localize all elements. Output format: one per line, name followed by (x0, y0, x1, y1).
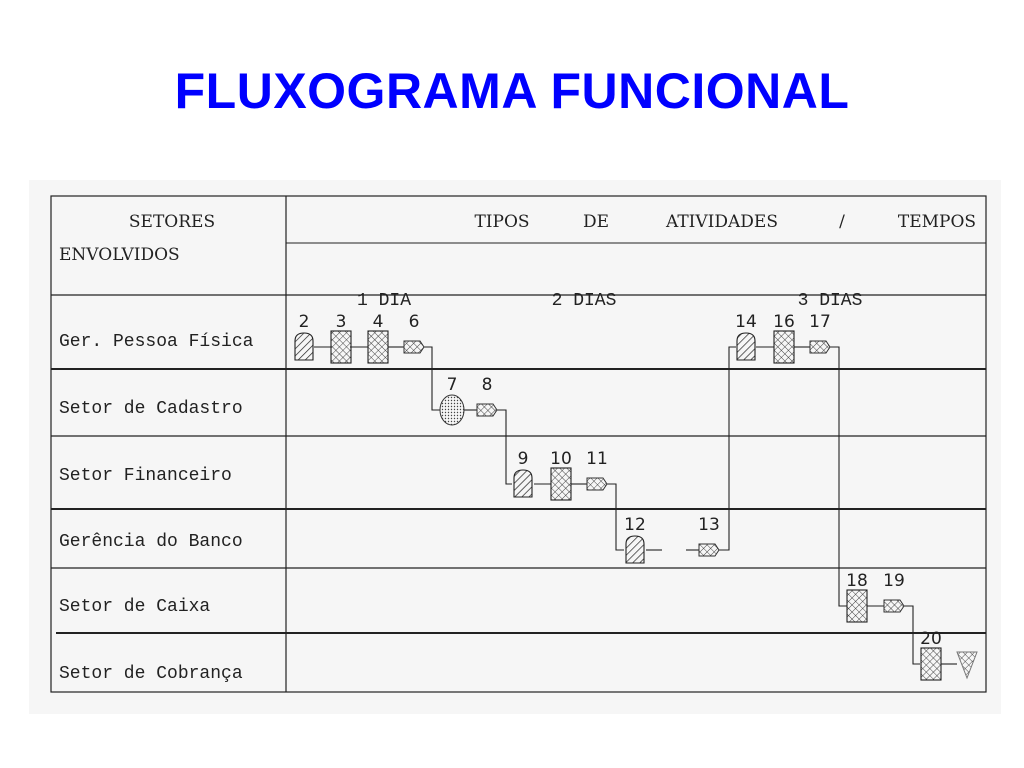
step-number-label: 12 (624, 515, 646, 535)
step-number-label: 9 (518, 449, 529, 469)
time-mark-1: 1 DIA (357, 291, 411, 311)
step-number-label: 17 (809, 312, 831, 332)
header-word-tipos: TIPOS (474, 212, 529, 232)
step-11-transport-icon: 11 (586, 449, 608, 491)
header-word-tempos: TEMPOS (898, 212, 976, 232)
step-number-label: 10 (550, 449, 572, 469)
header-word-de: DE (583, 212, 609, 232)
step-7-decision-icon: 7 (439, 375, 465, 426)
step-number-label: 3 (336, 312, 347, 332)
step-number-label: 20 (920, 629, 942, 649)
step-8-transport-icon: 8 (476, 375, 498, 417)
sector-label: Gerência do Banco (59, 532, 243, 552)
step-2-operation-icon: 2 (294, 312, 314, 361)
step-12-operation-icon: 12 (624, 515, 646, 564)
step-number-label: 2 (299, 312, 310, 332)
step-number-label: 19 (883, 571, 905, 591)
step-number-label: 18 (846, 571, 868, 591)
step-6-transport-icon: 6 (403, 312, 425, 354)
step-number-label: 16 (773, 312, 795, 332)
time-mark-2: 2 DIAS (552, 291, 617, 311)
slide-title: FLUXOGRAMA FUNCIONAL (174, 63, 850, 119)
step-4-inspection-icon: 4 (367, 312, 389, 364)
step-14-operation-icon: 14 (735, 312, 757, 361)
step-number-label: 7 (447, 375, 458, 395)
step-number-label: 4 (373, 312, 384, 332)
step-number-label: 13 (698, 515, 720, 535)
sector-label: Setor de Cadastro (59, 399, 243, 419)
step-end-storage-icon (956, 651, 978, 680)
sector-label: Ger. Pessoa Física (59, 332, 254, 352)
step-17-transport-icon: 17 (809, 312, 831, 354)
table-border (50, 195, 987, 693)
time-mark-3: 3 DIAS (798, 291, 863, 311)
header-word-atividades: ATIVIDADES (665, 212, 778, 232)
sector-label: Setor de Caixa (59, 597, 210, 617)
header-word-slash: / (839, 212, 845, 232)
step-13-transport-icon: 13 (698, 515, 720, 557)
flow-connectors (314, 346, 957, 665)
sector-label: Setor de Cobrança (59, 664, 243, 684)
steps-layer: 2 3 4 6 7 8 9 10 11 12 13 14 16 17 18 19 20 (294, 312, 978, 681)
step-number-label: 6 (409, 312, 420, 332)
step-3-inspection-icon: 3 (330, 312, 352, 364)
step-16-inspection-icon: 16 (773, 312, 795, 364)
step-number-label: 8 (482, 375, 493, 395)
step-20-inspection-icon: 20 (920, 629, 942, 681)
step-10-inspection-icon: 10 (550, 449, 572, 501)
table-grid (50, 195, 987, 693)
step-number-label: 14 (735, 312, 757, 332)
step-number-label: 11 (586, 449, 608, 469)
header-sectors-line1: SETORES (129, 212, 215, 232)
sector-label: Setor Financeiro (59, 466, 232, 486)
step-19-transport-icon: 19 (883, 571, 905, 613)
step-9-operation-icon: 9 (513, 449, 533, 498)
step-18-inspection-icon: 18 (846, 571, 868, 623)
header-sectors-line2: ENVOLVIDOS (59, 245, 180, 265)
